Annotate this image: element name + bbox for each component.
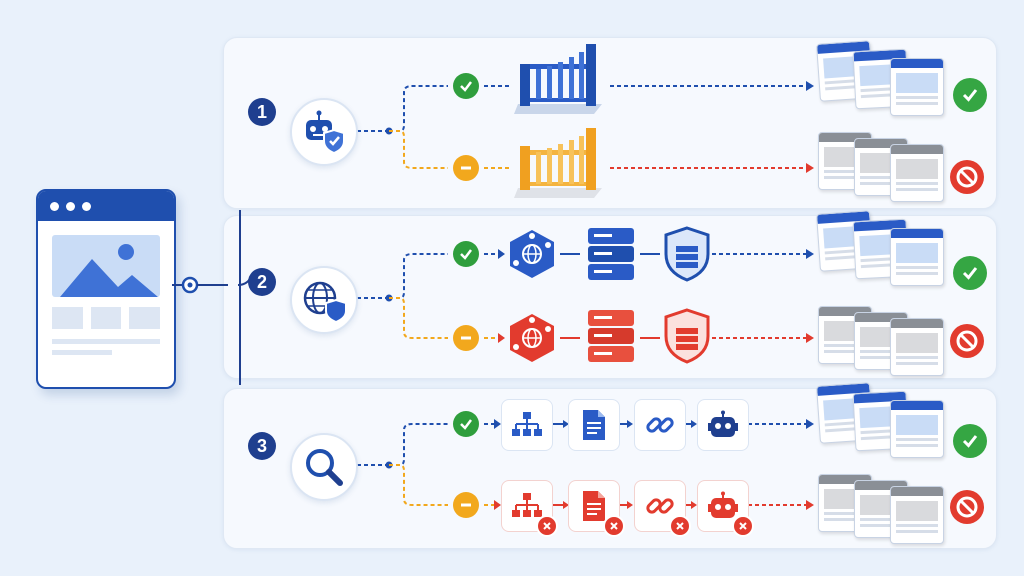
browser-titlebar [38, 191, 174, 221]
server-icon [584, 226, 638, 282]
robot-shield-icon [290, 98, 358, 166]
prohibited-icon [950, 490, 984, 524]
webpage-icon [890, 58, 944, 116]
globe-shield-icon [290, 266, 358, 334]
robot-icon [697, 399, 749, 451]
check-icon [453, 241, 479, 267]
minus-icon [453, 325, 479, 351]
prohibited-icon [950, 324, 984, 358]
check-icon [953, 256, 987, 290]
indexed-pages-stack [816, 210, 948, 302]
image-placeholder-icon [52, 235, 160, 297]
step-badge-1: 1 [248, 98, 276, 126]
link-icon [634, 399, 686, 451]
x-icon [536, 515, 558, 537]
link-icon [634, 480, 691, 537]
webpage-icon [890, 486, 944, 544]
sitemap-icon [501, 480, 558, 537]
blocked-pages-stack [818, 474, 948, 564]
check-icon [953, 78, 987, 112]
minus-icon [453, 492, 479, 518]
step-badge-3: 3 [248, 432, 276, 460]
x-icon [603, 515, 625, 537]
step-badge-2: 2 [248, 268, 276, 296]
webpage-icon [890, 400, 944, 458]
minus-icon [453, 155, 479, 181]
webpage-icon [890, 228, 944, 286]
webpage-icon [890, 318, 944, 376]
blocked-pages-stack [818, 132, 948, 222]
indexed-pages-stack [816, 382, 948, 474]
firewall-icon [662, 308, 712, 364]
check-icon [953, 424, 987, 458]
network-node-icon [506, 312, 558, 364]
open-gate-icon [514, 42, 608, 116]
sitemap-icon [501, 399, 553, 451]
document-icon [568, 399, 620, 451]
blocked-gate-icon [514, 126, 608, 200]
x-icon [732, 515, 754, 537]
network-node-icon [506, 228, 558, 280]
firewall-icon [662, 226, 712, 282]
robot-icon [697, 480, 754, 537]
blocked-pages-stack [818, 306, 948, 396]
indexed-pages-stack [816, 40, 948, 132]
server-icon [584, 308, 638, 364]
website-icon [36, 189, 176, 389]
prohibited-icon [950, 160, 984, 194]
check-icon [453, 73, 479, 99]
x-icon [669, 515, 691, 537]
search-icon [290, 433, 358, 501]
check-icon [453, 411, 479, 437]
webpage-icon [890, 144, 944, 202]
document-icon [568, 480, 625, 537]
